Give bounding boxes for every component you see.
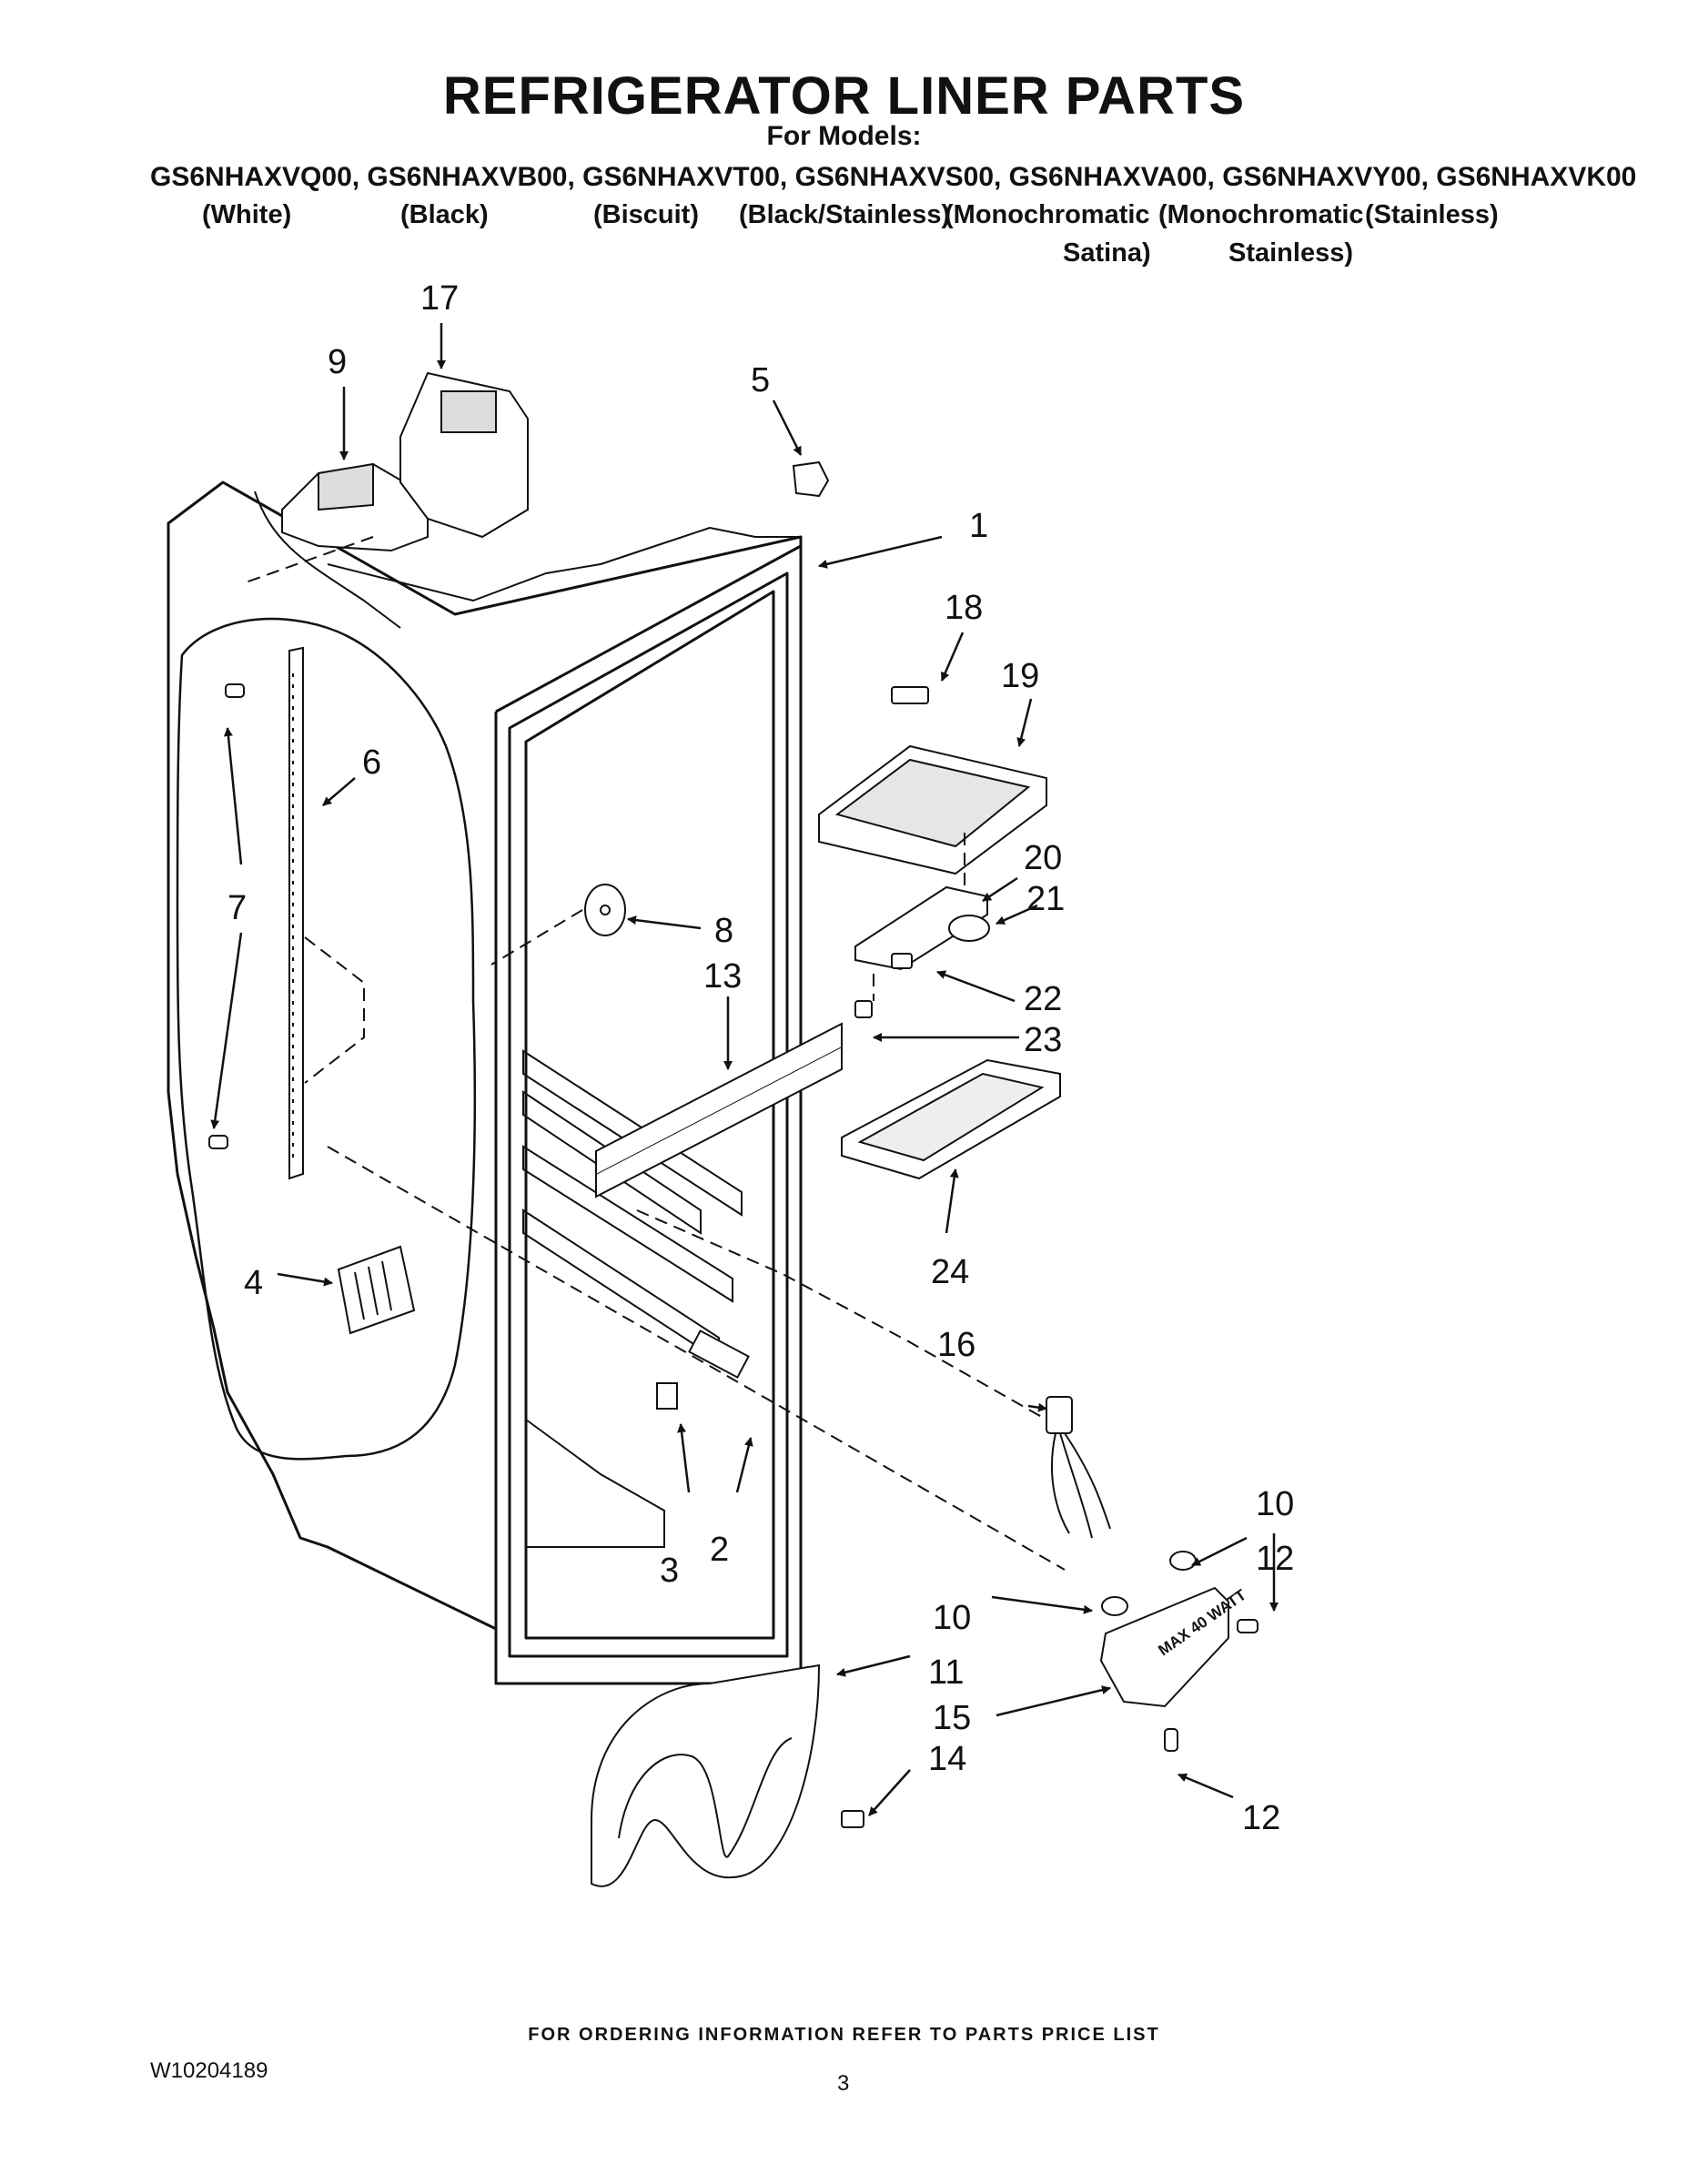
callout-17: 17 <box>420 279 459 318</box>
part-17-housing <box>399 371 529 539</box>
callout-18: 18 <box>945 589 983 627</box>
assembly-lines <box>245 536 1066 1571</box>
model-list: GS6NHAXVQ00, GS6NHAXVB00, GS6NHAXVT00, G… <box>150 162 1637 192</box>
part-12-screw-upper <box>1237 1619 1258 1633</box>
models-subtitle: For Models: <box>766 121 922 151</box>
callout-21: 21 <box>1026 880 1065 918</box>
callout-7: 7 <box>227 889 247 927</box>
part-5-clip <box>792 460 830 498</box>
part-14-screw <box>841 1810 864 1828</box>
part-11-heater-coil <box>591 1663 821 1887</box>
callout-4: 4 <box>244 1264 263 1302</box>
callout-24: 24 <box>931 1253 969 1291</box>
callout-16: 16 <box>937 1326 975 1364</box>
liner-shell <box>167 480 803 1685</box>
part-2-bracket <box>688 1330 750 1379</box>
model-color-biscuit: (Biscuit) <box>593 200 699 229</box>
callout-10-lower: 10 <box>933 1599 971 1637</box>
callout-3: 3 <box>660 1552 679 1590</box>
part-13-bracket <box>595 1022 843 1198</box>
model-color-monochromatic-satina: (Monochromatic <box>945 200 1150 229</box>
document-number: W10204189 <box>150 2058 268 2083</box>
model-color-black: (Black) <box>400 200 489 229</box>
screws <box>208 683 1258 1828</box>
model-color-white: (White) <box>202 200 292 229</box>
callout-15: 15 <box>933 1699 971 1737</box>
ordering-note: FOR ORDERING INFORMATION REFER TO PARTS … <box>528 2025 1160 2045</box>
model-color-monochromatic-stainless: (Monochromatic <box>1158 200 1364 229</box>
callout-12-lower: 12 <box>1242 1799 1280 1837</box>
callout-8: 8 <box>714 912 733 950</box>
callout-10-upper: 10 <box>1256 1485 1294 1523</box>
callout-19: 19 <box>1001 657 1039 695</box>
part-23-screw <box>854 1000 873 1018</box>
callout-5: 5 <box>751 361 770 399</box>
leader-arrows <box>210 323 1279 1816</box>
callout-12-upper: 12 <box>1256 1540 1294 1578</box>
part-9-control <box>281 462 429 552</box>
callout-14: 14 <box>928 1740 966 1778</box>
model-color-satina-cont: Satina) <box>1063 238 1151 268</box>
part-19-light-bracket <box>818 744 1047 875</box>
liner-cutaway-edge <box>176 617 477 1461</box>
model-color-stainless-cont: Stainless) <box>1228 238 1353 268</box>
callout-9: 9 <box>328 343 347 381</box>
callout-11: 11 <box>928 1653 964 1692</box>
part-20-socket-plate <box>854 885 988 971</box>
callout-2: 2 <box>710 1531 729 1569</box>
part-3-bracket <box>656 1382 678 1410</box>
model-color-stainless: (Stainless) <box>1365 200 1499 229</box>
part-10-clip-upper <box>1169 1551 1197 1571</box>
callout-23: 23 <box>1024 1021 1062 1059</box>
part-16-harness <box>1046 1396 1111 1539</box>
model-color-black-stainless: (Black/Stainless) <box>739 200 951 229</box>
page-title: REFRIGERATOR LINER PARTS <box>442 66 1246 126</box>
callout-20: 20 <box>1024 839 1062 877</box>
part-7-screw-bottom <box>208 1135 228 1149</box>
callout-22: 22 <box>1024 980 1062 1018</box>
part-22-socket <box>891 953 913 969</box>
part-7-screw-top <box>225 683 245 698</box>
part-4-vent <box>337 1245 416 1335</box>
part-12-screw-lower <box>1164 1728 1178 1752</box>
callout-6: 6 <box>362 743 381 782</box>
callout-13: 13 <box>703 957 742 996</box>
callout-labels: 1 2 3 4 5 6 7 8 9 10 10 11 12 12 13 14 1… <box>227 279 1294 1837</box>
shelf-rail <box>288 646 304 1180</box>
part-24-light-cover <box>841 1058 1061 1180</box>
callout-1: 1 <box>969 507 988 545</box>
part-18-clip <box>891 686 929 704</box>
part-10-clip-lower <box>1101 1596 1128 1616</box>
part-8-knob <box>584 884 626 936</box>
part-21-bulb <box>948 915 990 942</box>
page-number: 3 <box>837 2071 850 2096</box>
